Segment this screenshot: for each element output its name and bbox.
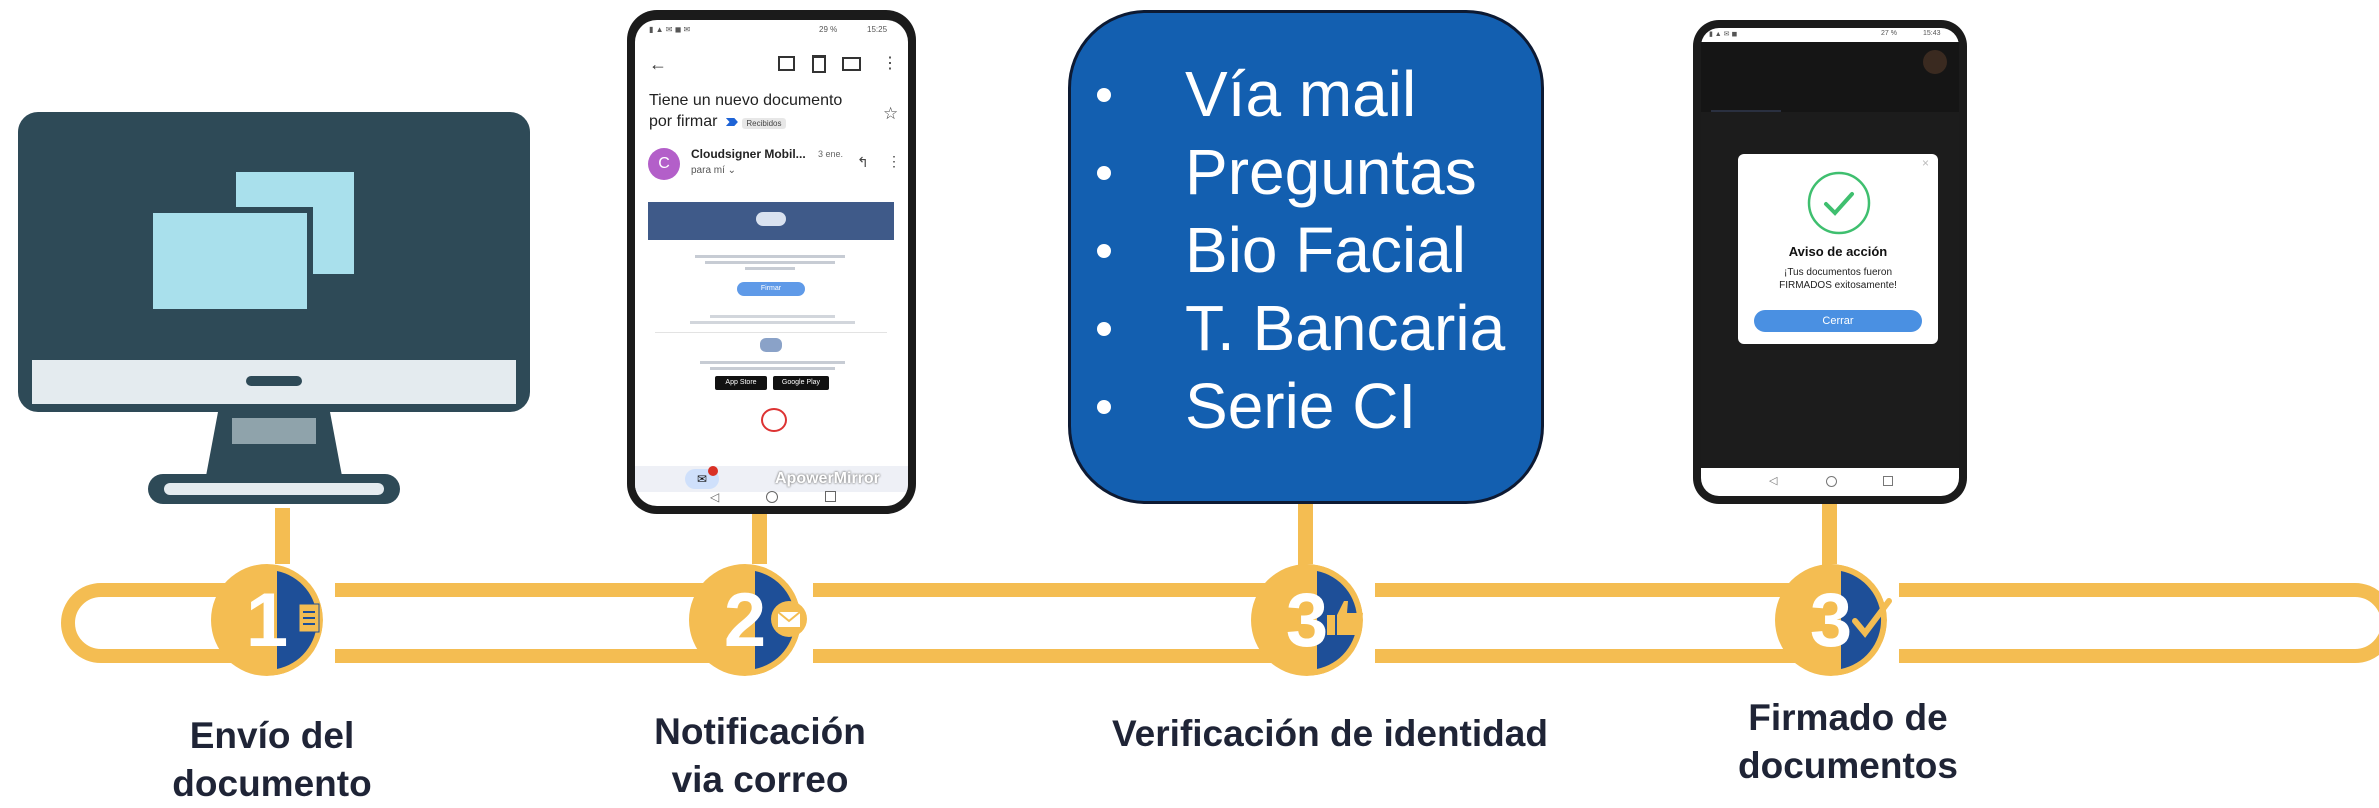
- app-promo-text: [700, 358, 845, 373]
- step-label-1: Envío del documento: [112, 712, 432, 808]
- step-number-4: 3: [1810, 578, 1852, 663]
- profile-avatar: [1923, 50, 1947, 74]
- method-item: Bio Facial: [1083, 211, 1505, 289]
- dialog-close-icon[interactable]: ×: [1922, 156, 1930, 170]
- step-label-2: Notificación via correo: [600, 708, 920, 804]
- status-icons-left: ▮ ▲ ✉ ◼ ✉: [649, 25, 691, 34]
- verification-methods-list: Vía mail Preguntas Bio Facial T. Bancari…: [1083, 55, 1505, 445]
- step-circle-3: 3: [1251, 564, 1375, 676]
- step-label-3-line1: Verificación de identidad: [1112, 713, 1548, 754]
- dialog-message-line1: ¡Tus documentos fueron: [1783, 267, 1893, 278]
- email-subject: Tiene un nuevo documento por firmar Reci…: [649, 90, 842, 134]
- dialog-message: ¡Tus documentos fueron FIRMADOS exitosam…: [1738, 266, 1938, 292]
- checkmark-icon: [1852, 598, 1892, 638]
- step-label-4-line2: documentos: [1738, 745, 1958, 786]
- email-date: 3 ene.: [818, 149, 844, 159]
- nav-home-icon[interactable]: [1826, 476, 1837, 487]
- thumbs-up-icon: [1327, 601, 1363, 635]
- nav-recents-icon[interactable]: [1883, 476, 1893, 486]
- google-play-badge[interactable]: Google Play: [773, 376, 829, 390]
- nav-home-icon[interactable]: [766, 491, 778, 503]
- cloudsigner-logo-icon: [756, 212, 786, 226]
- method-item: Vía mail: [1083, 55, 1505, 133]
- dialog-message-line2: FIRMADOS exitosamente!: [1779, 280, 1897, 291]
- status-bar: ▮ ▲ ✉ ◼ ✉ 29 % 15:25: [649, 25, 894, 37]
- step-number-3: 3: [1286, 578, 1328, 663]
- status-icons-left: ▮ ▲ ✉ ◼: [1709, 31, 1738, 38]
- envelope-icon: [771, 601, 807, 637]
- app-logo-icon: [760, 338, 782, 352]
- star-icon[interactable]: ☆: [883, 104, 899, 123]
- dialog-title: Aviso de acción: [1788, 244, 1888, 259]
- step-label-2-line2: via correo: [671, 759, 849, 800]
- more-options-icon[interactable]: ⋮: [882, 55, 898, 72]
- status-time: 15:25: [867, 25, 888, 34]
- trash-icon[interactable]: [812, 55, 826, 73]
- step-label-3: Verificación de identidad: [1060, 710, 1600, 758]
- window-front: [147, 207, 313, 315]
- status-battery: 27 %: [1881, 30, 1897, 37]
- step-circle-2: 2: [689, 564, 813, 676]
- step-label-2-line1: Notificación: [654, 711, 866, 752]
- timeline-capsule: [61, 583, 2379, 663]
- signed-screen: ▮ ▲ ✉ ◼ 27 % 15:43 × Aviso de acción ¡Tu…: [1701, 28, 1959, 496]
- sign-button[interactable]: Firmar: [737, 282, 805, 296]
- sender-more-icon[interactable]: ⋮: [887, 153, 901, 169]
- step-label-1-line2: documento: [172, 763, 372, 804]
- sender-name: Cloudsigner Mobil...: [691, 147, 806, 161]
- step-label-4: Firmado de documentos: [1688, 694, 2008, 790]
- method-item: Serie CI: [1083, 367, 1505, 445]
- step-number-1: 1: [246, 578, 288, 663]
- step-circle-1: 1: [211, 564, 335, 676]
- avatar: C: [648, 148, 680, 180]
- nav-back-icon[interactable]: ◁: [1769, 475, 1778, 487]
- email-subject-line2: por firmar Recibidos: [649, 111, 842, 134]
- power-button: [246, 376, 302, 386]
- sign-logo-icon: [761, 408, 787, 432]
- phone-signed-confirmation: ▮ ▲ ✉ ◼ 27 % 15:43 × Aviso de acción ¡Tu…: [1693, 20, 1967, 504]
- email-subject-line1: Tiene un nuevo documento: [649, 92, 843, 109]
- nav-back-icon[interactable]: ◁: [710, 490, 720, 504]
- step-label-4-line1: Firmado de: [1748, 697, 1948, 738]
- status-battery: 29 %: [819, 25, 838, 34]
- step-circle-4: 3: [1775, 564, 1899, 676]
- mirror-watermark: ApowerMirror: [775, 470, 880, 487]
- email-screen: ▮ ▲ ✉ ◼ ✉ 29 % 15:25 ← ⋮ Tiene un nuevo …: [635, 20, 908, 506]
- important-marker-icon: [725, 118, 738, 126]
- reply-icon[interactable]: ↰: [857, 154, 869, 170]
- phone-email-notification: ▮ ▲ ✉ ◼ ✉ 29 % 15:25 ← ⋮ Tiene un nuevo …: [627, 10, 916, 514]
- app-store-badge[interactable]: App Store: [715, 376, 767, 390]
- inbox-label[interactable]: Recibidos: [742, 118, 786, 129]
- close-button[interactable]: Cerrar: [1754, 310, 1922, 332]
- action-dialog: × Aviso de acción ¡Tus documentos fueron…: [1738, 154, 1938, 344]
- monitor-illustration: [18, 112, 530, 504]
- email-body-text: [695, 252, 845, 276]
- mail-tab-bar: [635, 466, 908, 492]
- step-number-2: 2: [724, 578, 766, 663]
- email-link-text: [690, 312, 855, 327]
- method-item: Preguntas: [1083, 133, 1505, 211]
- document-icon: [298, 603, 320, 633]
- archive-icon[interactable]: [778, 56, 795, 71]
- mail-badge: [708, 466, 718, 476]
- mark-unread-icon[interactable]: [842, 57, 861, 71]
- success-check-icon: [1807, 171, 1871, 235]
- nav-recents-icon[interactable]: [825, 491, 836, 502]
- tab-underline: [1711, 110, 1781, 112]
- recipient-line: para mí ⌄: [691, 165, 737, 176]
- step-label-1-line1: Envío del: [189, 715, 355, 756]
- email-banner: [648, 202, 894, 240]
- email-divider: [655, 332, 887, 333]
- status-bar: ▮ ▲ ✉ ◼ 27 % 15:43: [1701, 28, 1959, 42]
- status-time: 15:43: [1923, 30, 1941, 37]
- back-arrow-icon[interactable]: ←: [649, 54, 667, 74]
- method-item: T. Bancaria: [1083, 289, 1505, 367]
- verification-methods-box: Vía mail Preguntas Bio Facial T. Bancari…: [1068, 10, 1544, 504]
- app-header-dimmed: [1701, 42, 1959, 112]
